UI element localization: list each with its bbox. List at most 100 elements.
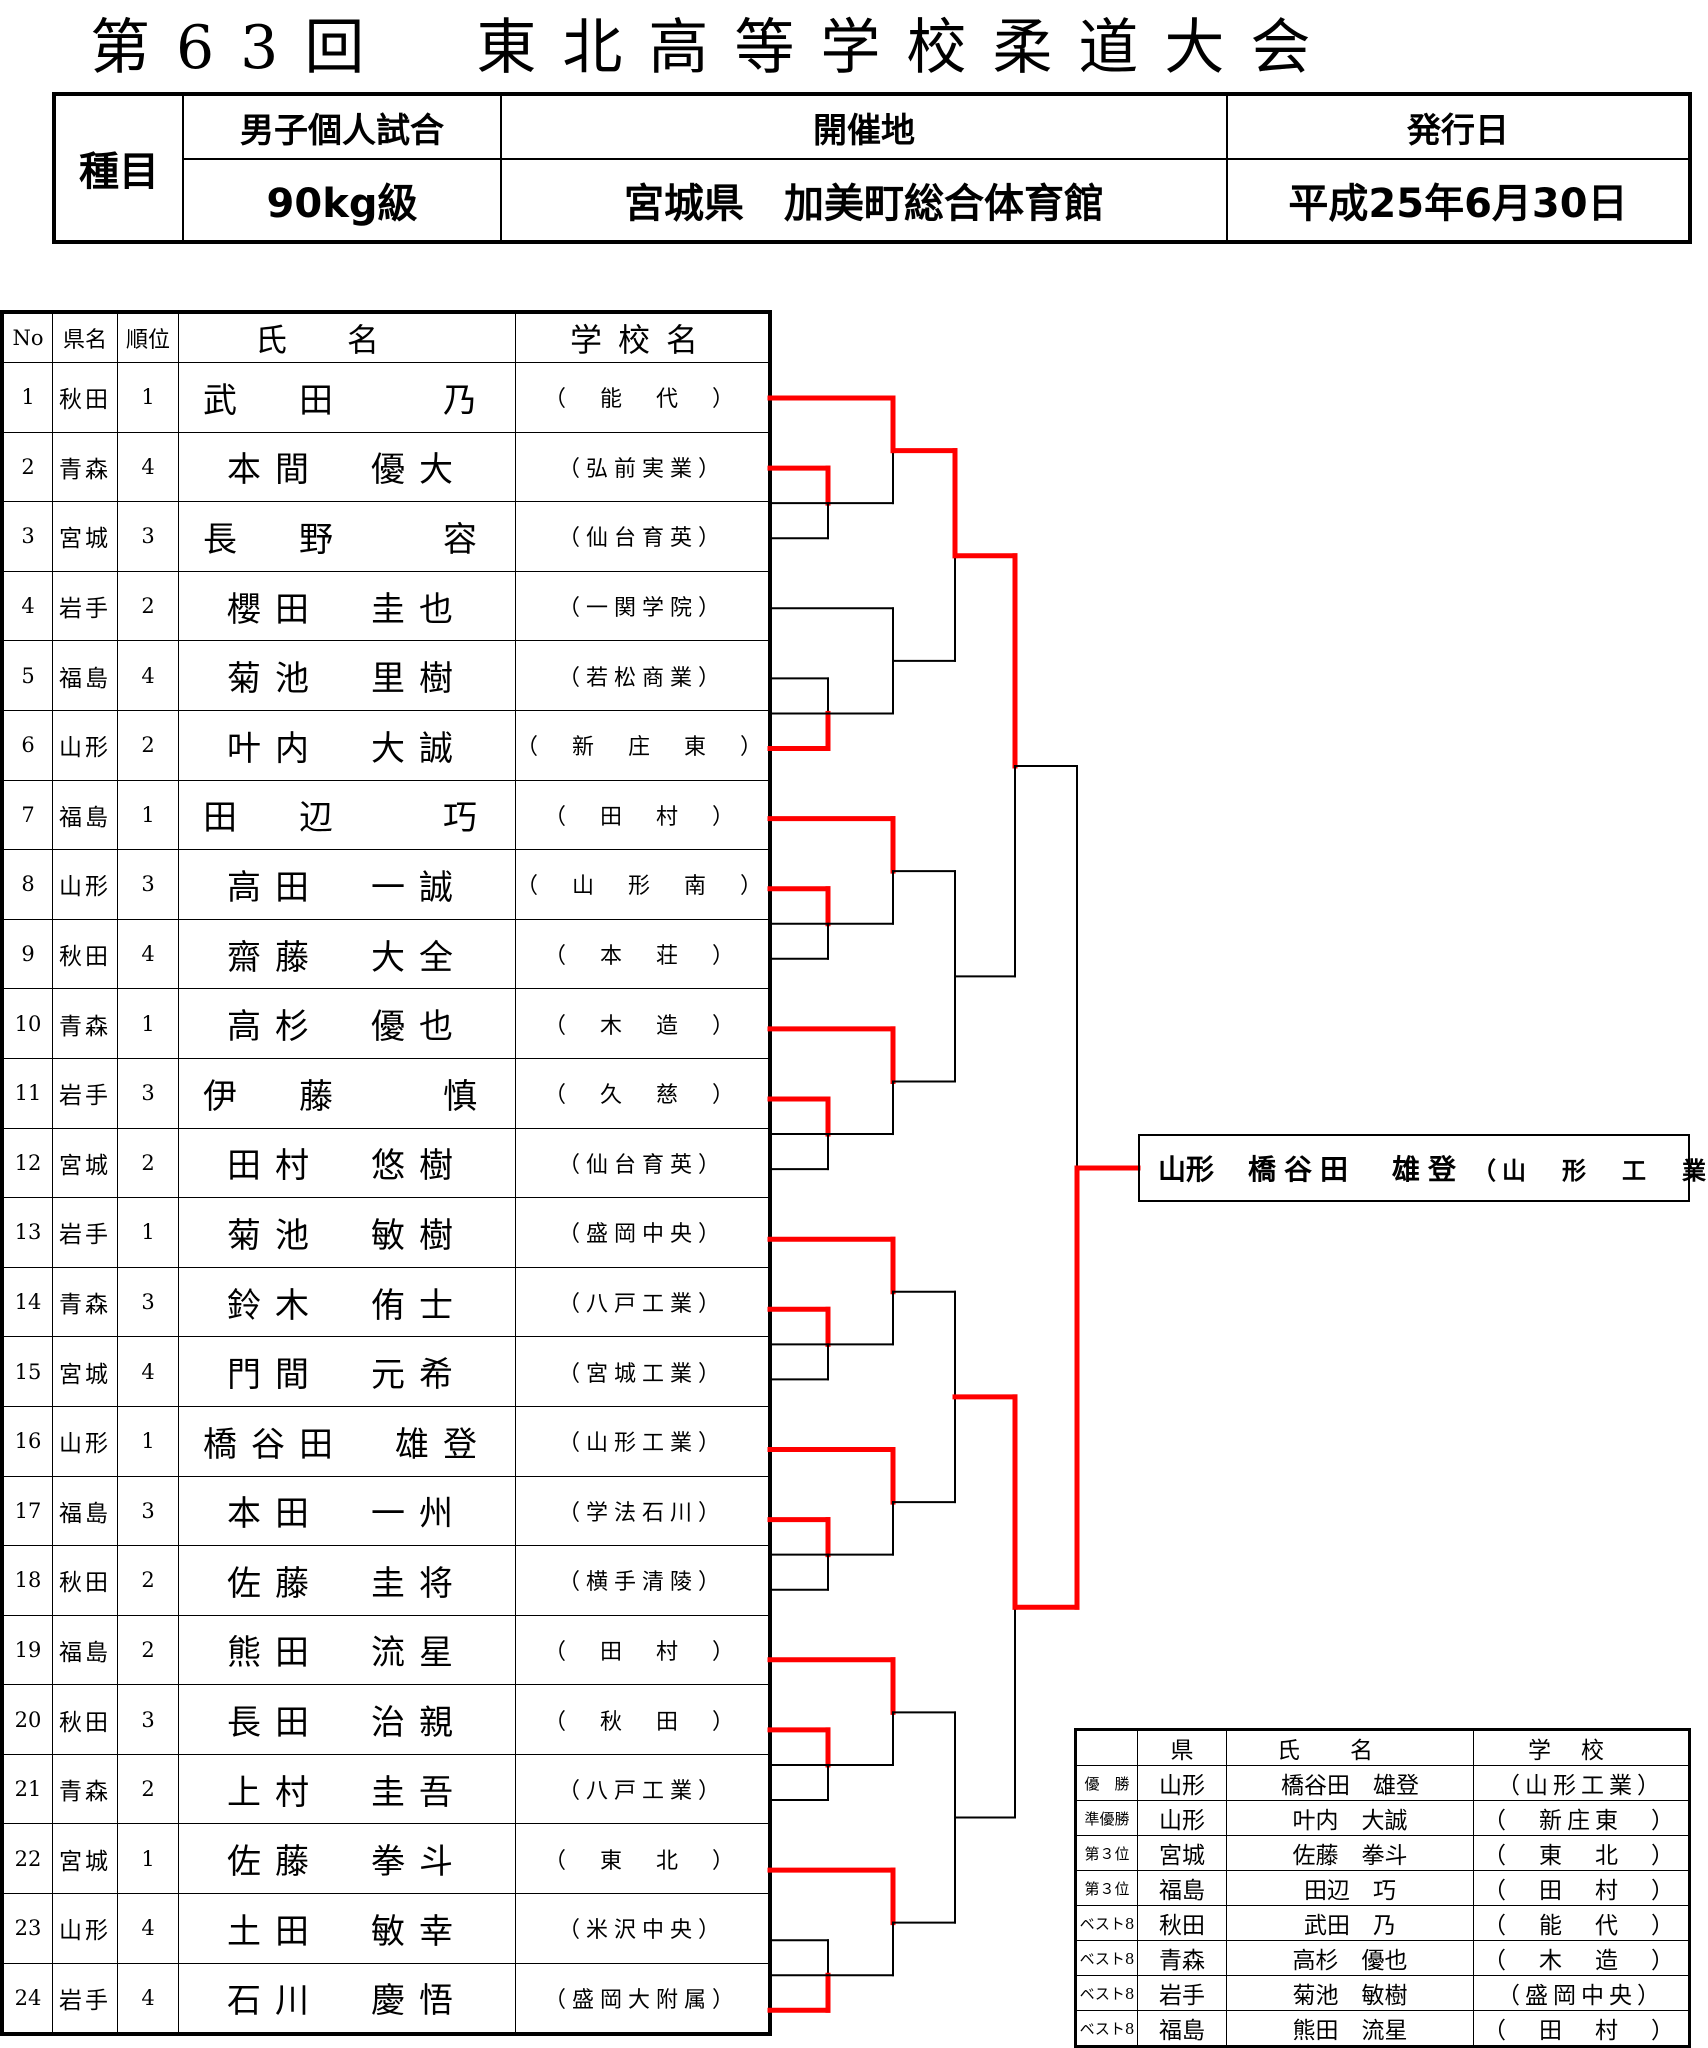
player-rank: 4 bbox=[117, 1962, 179, 2035]
player-name: 田 辺 巧 bbox=[178, 779, 516, 851]
result-school: （ 東 北 ） bbox=[1473, 1835, 1690, 1871]
result-pref: 秋田 bbox=[1137, 1905, 1227, 1941]
player-school: （八戸工業） bbox=[515, 1753, 771, 1825]
results-row: 第３位福島田辺 巧（ 田 村 ） bbox=[1075, 1870, 1690, 1906]
result-pref: 山形 bbox=[1137, 1765, 1227, 1801]
player-pref: 青森 bbox=[52, 431, 118, 503]
player-school: （宮城工業） bbox=[515, 1336, 771, 1407]
result-place: 第３位 bbox=[1075, 1835, 1138, 1871]
player-rank: 3 bbox=[117, 1684, 179, 1755]
result-name: 武田 乃 bbox=[1226, 1905, 1474, 1941]
player-school: （ 山 形 南 ） bbox=[515, 849, 771, 920]
player-pref: 山形 bbox=[52, 1893, 118, 1964]
player-name: 土田 敏幸 bbox=[178, 1893, 516, 1964]
result-place: ベスト8 bbox=[1075, 1975, 1138, 2011]
results-name-header: 氏名 bbox=[1226, 1729, 1474, 1766]
player-school: （ 田 村 ） bbox=[515, 779, 771, 851]
champion-pref: 山形 bbox=[1158, 1153, 1215, 1186]
player-school: （ 久 慈 ） bbox=[515, 1057, 771, 1129]
player-rank: 3 bbox=[117, 1475, 179, 1547]
issue-date: 平成25年6月30日 bbox=[1226, 158, 1691, 243]
result-pref: 福島 bbox=[1137, 2010, 1227, 2047]
results-school-header: 学校 bbox=[1473, 1729, 1690, 1766]
player-pref: 秋田 bbox=[52, 362, 118, 433]
champion-name: 橋谷田 雄登 bbox=[1248, 1153, 1465, 1186]
player-name: 武 田 乃 bbox=[178, 362, 516, 433]
player-no: 7 bbox=[1, 779, 53, 851]
venue-label: 開催地 bbox=[500, 93, 1228, 160]
result-name: 熊田 流星 bbox=[1226, 2010, 1474, 2047]
player-rank: 2 bbox=[117, 1545, 179, 1616]
player-rank: 2 bbox=[117, 1614, 179, 1686]
player-school: （ 東 北 ） bbox=[515, 1823, 771, 1895]
player-pref: 岩手 bbox=[52, 1962, 118, 2035]
player-name: 伊 藤 慎 bbox=[178, 1057, 516, 1129]
player-rank: 4 bbox=[117, 431, 179, 503]
player-no: 12 bbox=[1, 1127, 53, 1199]
weight-class: 90kg級 bbox=[182, 158, 502, 243]
player-pref: 青森 bbox=[52, 1753, 118, 1825]
player-school: （ 新 庄 東 ） bbox=[515, 709, 771, 781]
player-name: 菊池 敏樹 bbox=[178, 1197, 516, 1268]
player-name: 菊池 里樹 bbox=[178, 640, 516, 711]
player-school: （ 能 代 ） bbox=[515, 362, 771, 433]
results-place-header bbox=[1075, 1729, 1138, 1766]
player-name: 田村 悠樹 bbox=[178, 1127, 516, 1199]
player-rank: 1 bbox=[117, 362, 179, 433]
player-pref: 山形 bbox=[52, 849, 118, 920]
player-pref: 青森 bbox=[52, 988, 118, 1059]
player-school: （弘前実業） bbox=[515, 431, 771, 503]
player-no: 21 bbox=[1, 1753, 53, 1825]
player-name: 長 野 容 bbox=[178, 501, 516, 572]
player-rank: 1 bbox=[117, 1197, 179, 1268]
result-pref: 青森 bbox=[1137, 1940, 1227, 1976]
player-rank: 1 bbox=[117, 988, 179, 1059]
player-no: 15 bbox=[1, 1336, 53, 1407]
result-name: 高杉 優也 bbox=[1226, 1940, 1474, 1976]
player-name: 本田 一州 bbox=[178, 1475, 516, 1547]
result-place: 優 勝 bbox=[1075, 1765, 1138, 1801]
result-name: 橋谷田 雄登 bbox=[1226, 1765, 1474, 1801]
result-school: （ 新庄東 ） bbox=[1473, 1800, 1690, 1836]
player-school: （ 田 村 ） bbox=[515, 1614, 771, 1686]
result-place: ベスト8 bbox=[1075, 1905, 1138, 1941]
result-school: （山形工業） bbox=[1473, 1765, 1690, 1801]
player-name: 熊田 流星 bbox=[178, 1614, 516, 1686]
player-name: 佐藤 圭将 bbox=[178, 1545, 516, 1616]
player-rank: 2 bbox=[117, 1753, 179, 1825]
col-name-header: 氏名 bbox=[178, 311, 516, 363]
player-school: （盛岡大附属） bbox=[515, 1962, 771, 2035]
player-no: 2 bbox=[1, 431, 53, 503]
player-no: 5 bbox=[1, 640, 53, 711]
result-school: （盛岡中央） bbox=[1473, 1975, 1690, 2011]
player-no: 11 bbox=[1, 1057, 53, 1129]
player-name: 門間 元希 bbox=[178, 1336, 516, 1407]
result-place: 準優勝 bbox=[1075, 1800, 1138, 1836]
result-place: ベスト8 bbox=[1075, 2010, 1138, 2047]
result-school: （ 能 代 ） bbox=[1473, 1905, 1690, 1941]
player-rank: 4 bbox=[117, 1336, 179, 1407]
col-school-header: 学校名 bbox=[515, 311, 771, 363]
player-no: 6 bbox=[1, 709, 53, 781]
player-rank: 2 bbox=[117, 1127, 179, 1199]
date-label: 発行日 bbox=[1226, 93, 1691, 160]
player-name: 石川 慶悟 bbox=[178, 1962, 516, 2035]
player-school: （横手清陵） bbox=[515, 1545, 771, 1616]
